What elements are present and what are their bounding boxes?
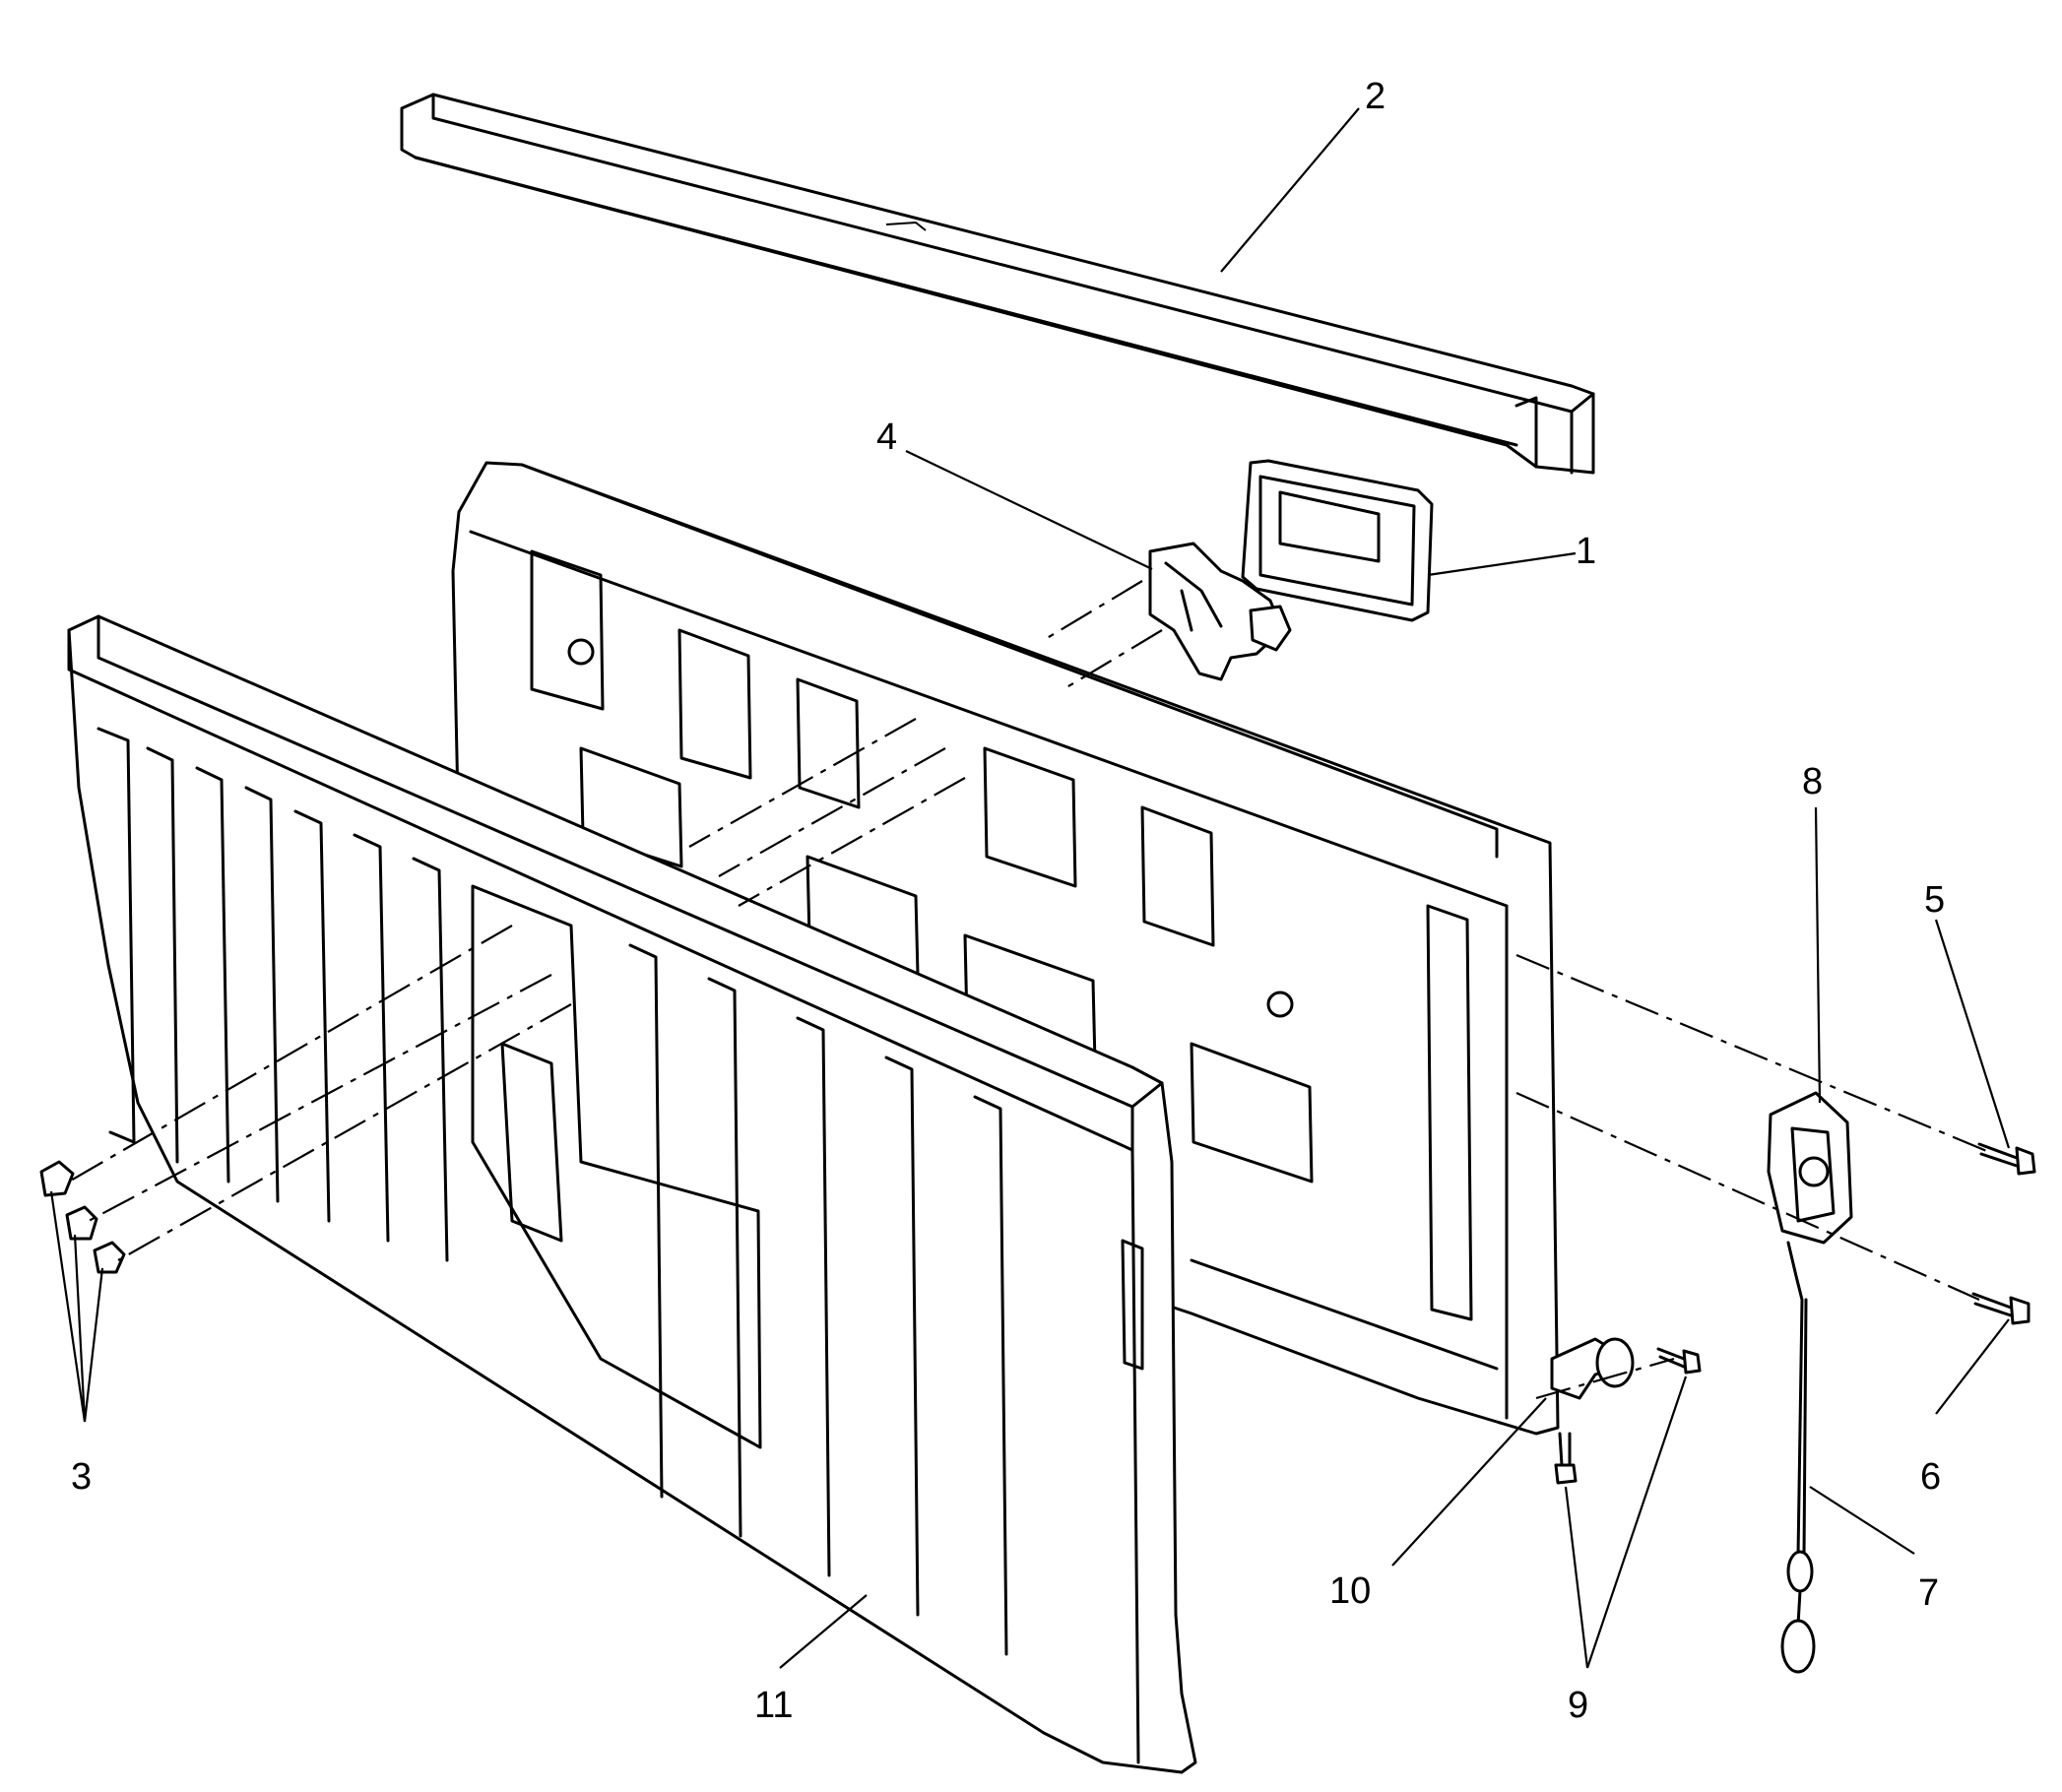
tailgate-outer-panel bbox=[67, 614, 1197, 1774]
leader-lines bbox=[49, 107, 2011, 1669]
callout-3-label: 3 bbox=[71, 1456, 92, 1498]
callout-5-label: 5 bbox=[1924, 879, 1945, 921]
callout-1-label: 2 bbox=[1365, 76, 1385, 117]
callout-11-label: 11 bbox=[754, 1685, 793, 1726]
handle-bezel bbox=[1241, 459, 1434, 622]
bolt-6 bbox=[1971, 1292, 2030, 1325]
bolt-5 bbox=[1977, 1142, 2036, 1176]
callout-4-label: 4 bbox=[876, 416, 897, 458]
alignment-lines bbox=[68, 580, 1990, 1400]
handle-mechanism bbox=[1148, 542, 1292, 681]
striker-bracket bbox=[1550, 1337, 1635, 1400]
latch-assembly bbox=[1767, 1091, 1853, 1245]
fasteners-3 bbox=[39, 1160, 126, 1274]
callout-6-label: 6 bbox=[1920, 1456, 1941, 1498]
callout-1-label-alt: 1 bbox=[1576, 531, 1596, 572]
callout-labels: 2 1 3 4 5 6 7 8 9 10 11 bbox=[71, 76, 1945, 1726]
callout-7-label: 7 bbox=[1918, 1572, 1939, 1614]
callout-8-label: 8 bbox=[1802, 761, 1823, 802]
callout-9-label: 9 bbox=[1568, 1685, 1588, 1726]
top-cap-molding bbox=[400, 93, 1595, 475]
callout-10-label: 10 bbox=[1329, 1570, 1371, 1612]
tailgate-inner-panel bbox=[451, 461, 1560, 1436]
support-cable bbox=[1780, 1241, 1816, 1674]
screws-9 bbox=[1554, 1347, 1702, 1485]
